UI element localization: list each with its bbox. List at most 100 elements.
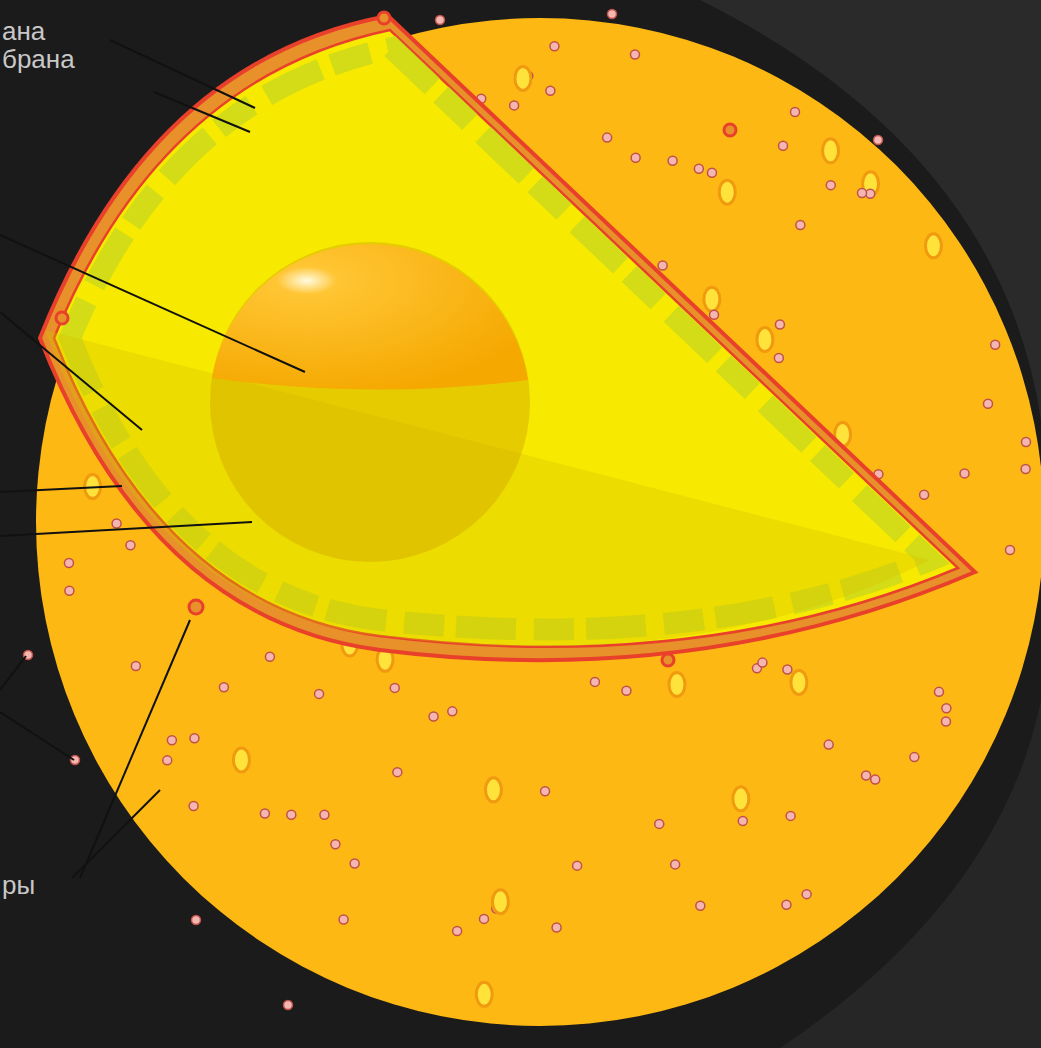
ribosome-dot [858, 189, 867, 198]
nuclear-pores [56, 12, 736, 666]
ribosome-dot [942, 704, 951, 713]
ribosome-dot [284, 1001, 293, 1010]
ribosome-dot [824, 740, 833, 749]
ribosome-dot [910, 753, 919, 762]
ribosome-dot [622, 686, 631, 695]
pore-complex [492, 890, 508, 914]
ribosome-dot [920, 490, 929, 499]
ribosome-dot [1022, 438, 1031, 447]
ribosome-dot [802, 890, 811, 899]
ribosome-dot [429, 712, 438, 721]
ribosome-dot [758, 658, 767, 667]
ribosome-dot [393, 768, 402, 777]
ribosome-dot [710, 310, 719, 319]
ribosome-dot [983, 399, 992, 408]
ribosome-dot [796, 221, 805, 230]
ribosome-dot [546, 86, 555, 95]
ribosome-dot [541, 787, 550, 796]
part-label: ры [2, 872, 35, 898]
pore-complex [791, 670, 807, 694]
ribosome-dot [707, 168, 716, 177]
ribosome-dot [779, 141, 788, 150]
ribosome-dot [265, 652, 274, 661]
ribosome-dot [738, 816, 747, 825]
ribosome-dot [774, 353, 783, 362]
ribosome-dot [874, 136, 883, 145]
leader-lines [0, 40, 305, 878]
ribosome-dot [448, 707, 457, 716]
ribosome-dot [126, 541, 135, 550]
ribosome-dot [480, 914, 489, 923]
ribosome-dot [331, 840, 340, 849]
pore-complex [719, 180, 735, 204]
ribosome-dot [315, 689, 324, 698]
nucleolus-shadow [210, 242, 530, 562]
nuclear-envelope [40, 16, 975, 660]
ribosome-dot [782, 900, 791, 909]
ribosome-dot [71, 756, 80, 765]
ribosome-dot [112, 519, 121, 528]
ribosome-dot [163, 756, 172, 765]
pore-complex [476, 982, 492, 1006]
ribosome-dot [960, 469, 969, 478]
pore-complex [757, 328, 773, 352]
pore-complex [515, 66, 531, 90]
part-label: ана [2, 18, 45, 44]
ribosome-dot [862, 771, 871, 780]
ribosome-dot [453, 926, 462, 935]
ribosome-dot [552, 923, 561, 932]
ribosome-dot [1021, 465, 1030, 474]
ribosome-dot [671, 860, 680, 869]
ribosome-dot [573, 861, 582, 870]
ribosome-dot [190, 734, 199, 743]
pore-complex [733, 787, 749, 811]
pore-complex [704, 287, 720, 311]
ribosome-dot [631, 153, 640, 162]
ribosome-dot [320, 810, 329, 819]
ribosome-dot [219, 683, 228, 692]
ribosome-dot [786, 811, 795, 820]
ribosome-dot [694, 164, 703, 173]
pore-complex [823, 139, 839, 163]
ribosome-dots [24, 10, 1031, 1010]
pore-complex [669, 673, 685, 697]
nucleolus [212, 244, 528, 389]
part-label: брана [2, 46, 75, 72]
ribosome-dot [390, 683, 399, 692]
ribosome-dot [871, 775, 880, 784]
pore-complex [485, 778, 501, 802]
ribosome-dot [64, 558, 73, 567]
ribosome-dot [941, 717, 950, 726]
ribosome-dot [696, 901, 705, 910]
ribosome-dot [192, 916, 201, 925]
ribosome-dot [436, 16, 445, 25]
ribosome-dot [1006, 546, 1015, 555]
ribosome-dot [131, 662, 140, 671]
ribosome-dot [775, 320, 784, 329]
ribosome-dot [934, 687, 943, 696]
ribosome-dot [826, 181, 835, 190]
ribosome-dot [510, 101, 519, 110]
ribosome-dot [65, 586, 74, 595]
ribosome-dot [991, 340, 1000, 349]
ribosome-dot [350, 859, 359, 868]
ribosome-dot [668, 156, 677, 165]
ribosome-dot [791, 108, 800, 117]
ribosome-dot [550, 42, 559, 51]
ribosome-dot [287, 810, 296, 819]
ribosome-dot [783, 665, 792, 674]
ribosome-dot [658, 261, 667, 270]
ribosome-dot [630, 50, 639, 59]
ribosome-dot [655, 819, 664, 828]
ribosome-dot [167, 736, 176, 745]
ribosome-dot [189, 802, 198, 811]
pore-complex [925, 234, 941, 258]
ribosome-dot [590, 677, 599, 686]
ribosome-dot [608, 10, 617, 19]
nucleus-sphere [36, 18, 1041, 1026]
ribosome-dot [260, 809, 269, 818]
ribosome-dot [603, 133, 612, 142]
pore-complex [233, 748, 249, 772]
